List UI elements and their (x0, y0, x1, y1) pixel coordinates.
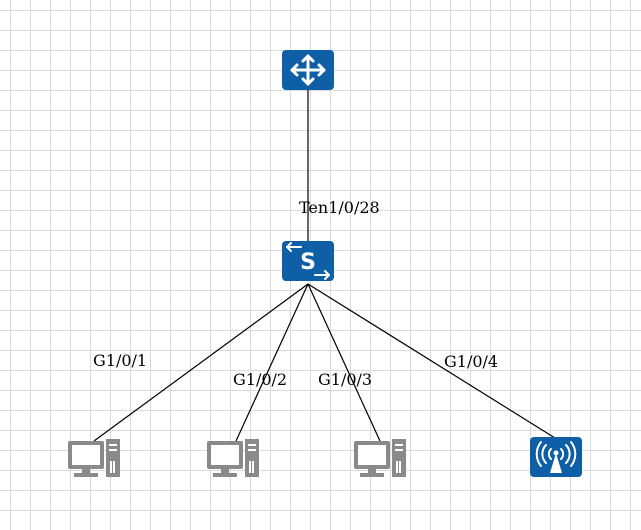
switch-node[interactable]: S (282, 241, 334, 281)
link-line-pc3 (307, 283, 381, 442)
ap-port-label: G1/0/4 (444, 352, 498, 371)
link-line-ap (307, 283, 556, 439)
wireless-ap-icon (530, 437, 582, 477)
pc-icon (207, 439, 259, 477)
pc-node-3[interactable] (354, 439, 406, 477)
pc1-port-label: G1/0/1 (93, 351, 147, 370)
pc3-port-label: G1/0/3 (318, 370, 372, 389)
link-line-pc1 (93, 283, 309, 442)
router-node[interactable] (282, 50, 334, 90)
pc-node-1[interactable] (68, 439, 120, 477)
pc2-port-label: G1/0/2 (233, 370, 287, 389)
ap-node[interactable] (530, 437, 582, 477)
link-line-pc2 (235, 283, 309, 442)
router-icon (282, 50, 334, 90)
switch-glyph: S (300, 250, 316, 275)
uplink-port-label: Ten1/0/28 (299, 198, 380, 217)
pc-node-2[interactable] (207, 439, 259, 477)
switch-icon: S (282, 241, 334, 281)
pc-icon (68, 439, 120, 477)
pc-icon (354, 439, 406, 477)
